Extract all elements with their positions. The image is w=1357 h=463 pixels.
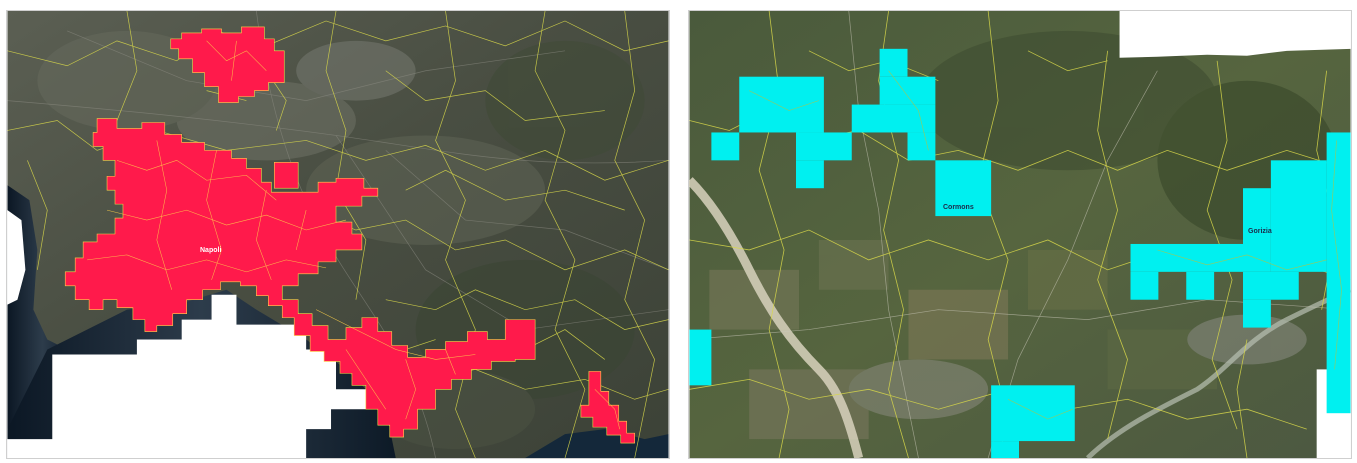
- nodata-area-west: [7, 210, 26, 305]
- satellite-imagery-gorizia: [689, 11, 1351, 458]
- overlay-cell: [1243, 188, 1271, 272]
- satellite-imagery-napoli: [7, 11, 669, 458]
- overlay-cell: [1186, 271, 1215, 300]
- overlay-cell: [739, 76, 824, 133]
- place-label-cormons: Cormons: [943, 204, 974, 211]
- overlay-cluster-north: [170, 26, 285, 103]
- overlay-napoli-urban-area: [64, 118, 536, 438]
- overlay-cell: [991, 385, 1075, 442]
- overlay-cell: [796, 132, 852, 161]
- overlay-cell: [1326, 132, 1351, 414]
- river: [689, 177, 864, 458]
- place-label-gorizia: Gorizia: [1248, 228, 1272, 235]
- overlay-cell: [907, 132, 936, 161]
- overlay-cell: [879, 48, 908, 77]
- overlay-grid-cells: [689, 48, 1351, 458]
- overlay-inner-boundaries: [749, 70, 1342, 420]
- overlay-cell: [1130, 271, 1159, 300]
- overlay-cell: [991, 441, 1020, 458]
- nodata-area-northeast: [1119, 11, 1351, 58]
- overlay-cell: [689, 329, 712, 386]
- overlay-cell: [796, 160, 824, 189]
- nodata-area-bay: [7, 294, 366, 458]
- overlay-cell: [1270, 160, 1327, 272]
- overlay-cell: [1243, 299, 1271, 328]
- river-east: [1085, 287, 1351, 458]
- overlay-cell: [711, 132, 740, 161]
- overlay-cell-cormons: [935, 160, 992, 217]
- place-label-napoli: Napoli: [200, 247, 222, 254]
- overlay-cell: [1130, 243, 1244, 272]
- map-panel-napoli[interactable]: Napoli: [6, 10, 670, 459]
- overlay-cell: [1243, 271, 1299, 300]
- overlay-cell: [851, 104, 936, 133]
- overlay-cluster-southeast: [580, 371, 635, 444]
- overlay-cell: [879, 76, 936, 105]
- overlay-patch-small: [273, 162, 299, 189]
- map-panel-gorizia[interactable]: Cormons Gorizia: [688, 10, 1352, 459]
- overlay-inner-boundaries: [87, 40, 621, 430]
